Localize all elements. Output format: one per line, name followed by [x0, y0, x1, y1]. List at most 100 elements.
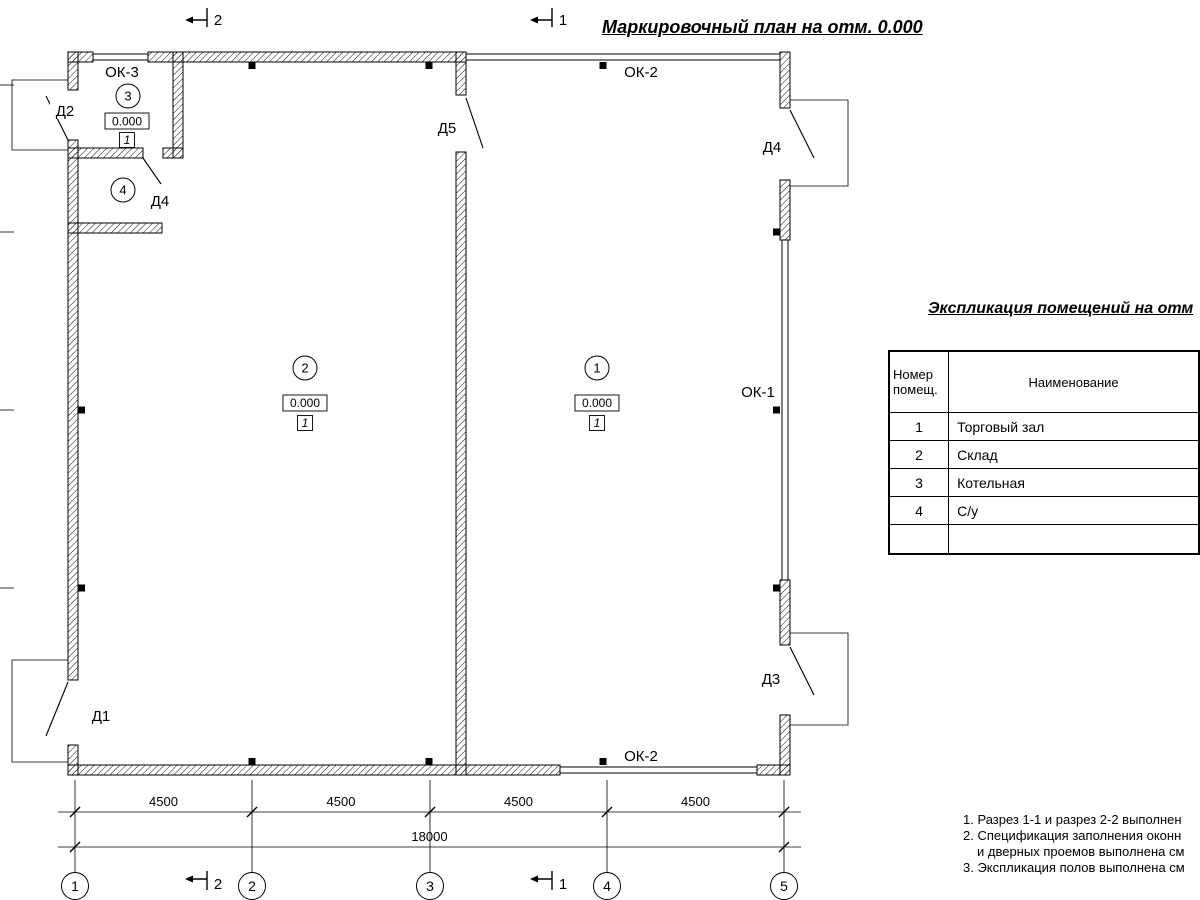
pier-mark	[773, 406, 780, 414]
room-name-cell: Торговый зал	[948, 412, 1200, 441]
room-marker-2: 2 0.000 1	[282, 355, 328, 431]
pier-mark	[599, 758, 607, 765]
section-number: 2	[214, 876, 222, 893]
section-arrow	[185, 875, 193, 883]
door-label-d4-inner: Д4	[151, 193, 170, 210]
pier-mark	[599, 62, 607, 69]
elevation-value: 0.000	[112, 115, 142, 129]
door-label-d4: Д4	[763, 139, 782, 156]
door-label-d2: Д2	[56, 103, 75, 120]
window-ok1	[780, 239, 790, 581]
note-line-2-cont: и дверных проемов выполнена см	[977, 844, 1185, 859]
window-ok2-bottom	[559, 765, 758, 775]
opening-labels: ОК-3 ОК-2 ОК-2 ОК-1 Д2 Д1 Д5 Д4 Д4 Д3	[50, 64, 787, 765]
note-line-3: 3. Экспликация полов выполнена см	[963, 860, 1185, 875]
room-marker-3: 3 0.000 1	[104, 83, 150, 148]
section-number: 2	[214, 12, 222, 29]
schedule-row: 3 Котельная	[888, 468, 1200, 497]
notes: 1. Разрез 1-1 и разрез 2-2 выполнен 2. С…	[963, 812, 1200, 876]
floor-type: 1	[124, 133, 131, 147]
door-leaf-d5	[465, 97, 484, 149]
room-number: 3	[124, 89, 131, 104]
door-label-d1: Д1	[92, 708, 111, 725]
axis-edge-dashes	[0, 84, 14, 589]
axis-number: 2	[248, 878, 256, 894]
pier-mark	[425, 758, 433, 765]
section-arrow	[530, 16, 538, 24]
dim-bay-4: 4500	[681, 794, 710, 809]
schedule-row: 1 Торговый зал	[888, 412, 1200, 441]
pier-mark	[78, 406, 85, 414]
floor-type-box	[589, 415, 605, 431]
dimensions: 4500 4500 4500 4500 18000 1 2 3 4 5	[58, 780, 801, 900]
axis-bubble-4: 4	[593, 872, 621, 900]
room-name-cell: С/у	[948, 496, 1200, 525]
wall-segment	[67, 744, 79, 776]
door-leaf-d4	[789, 109, 815, 159]
wall-segment	[67, 139, 79, 681]
room-number-bubble	[115, 83, 141, 109]
note-line-1: 1. Разрез 1-1 и разрез 2-2 выполнен	[963, 812, 1182, 827]
room-num-cell	[888, 524, 950, 555]
dim-total: 18000	[411, 829, 447, 844]
doors	[45, 95, 815, 737]
room-name-cell	[948, 524, 1200, 555]
wall-segment	[779, 579, 791, 646]
section-number: 1	[559, 876, 567, 893]
room-schedule-title: Экспликация помещений на отм	[928, 300, 1194, 317]
door-label-d5: Д5	[438, 120, 457, 137]
dim-bay-1: 4500	[149, 794, 178, 809]
door-leaf-d1	[45, 681, 69, 737]
axis-bubble-3: 3	[416, 872, 444, 900]
door-label-d3: Д3	[762, 671, 781, 688]
wall-segment	[67, 764, 561, 776]
wall-segment	[779, 714, 791, 776]
elevation-box	[282, 394, 328, 412]
walls	[67, 51, 791, 776]
schedule-row: 2 Склад	[888, 440, 1200, 469]
wall-segment	[779, 51, 791, 109]
wall-segment	[147, 51, 467, 63]
elevation-box	[104, 112, 150, 130]
axis-number: 4	[603, 878, 611, 894]
room-number-bubble	[292, 355, 318, 381]
axis-number: 1	[71, 878, 79, 894]
section-mark-2-bottom: 2	[185, 871, 222, 893]
floor-type: 1	[302, 416, 309, 430]
door-leaf-d4-inner	[142, 157, 162, 185]
wall-segment	[779, 179, 791, 241]
wall-piers	[78, 62, 780, 765]
wall-segment	[455, 51, 467, 96]
landing-d3	[790, 632, 849, 726]
window-label-ok2-top: ОК-2	[624, 64, 658, 81]
elevation-value: 0.000	[582, 396, 612, 410]
drawing-title: Маркировочный план на отм. 0.000	[602, 17, 923, 37]
landing-d2	[11, 79, 68, 151]
section-mark-1-bottom: 1	[530, 871, 567, 893]
dim-bay-3: 4500	[504, 794, 533, 809]
room-number: 2	[301, 361, 308, 376]
room-num-cell: 2	[888, 440, 950, 469]
room-name-cell: Котельная	[948, 468, 1200, 497]
pier-mark	[425, 62, 433, 69]
windows	[92, 52, 790, 775]
floor-type-box	[297, 415, 313, 431]
room-number-bubble	[584, 355, 610, 381]
window-ok3	[92, 52, 149, 62]
elevation-box	[574, 394, 620, 412]
pier-mark	[248, 62, 256, 69]
entrance-landings	[11, 79, 849, 763]
door-leaf-d3	[789, 646, 815, 696]
wall-segment	[67, 222, 163, 234]
dim-bay-2: 4500	[327, 794, 356, 809]
pier-mark	[248, 758, 256, 765]
note-line-2: 2. Спецификация заполнения оконн	[963, 828, 1182, 843]
room-number: 1	[593, 361, 600, 376]
room-name-cell: Склад	[948, 440, 1200, 469]
section-mark-1-top: 1	[530, 8, 567, 29]
